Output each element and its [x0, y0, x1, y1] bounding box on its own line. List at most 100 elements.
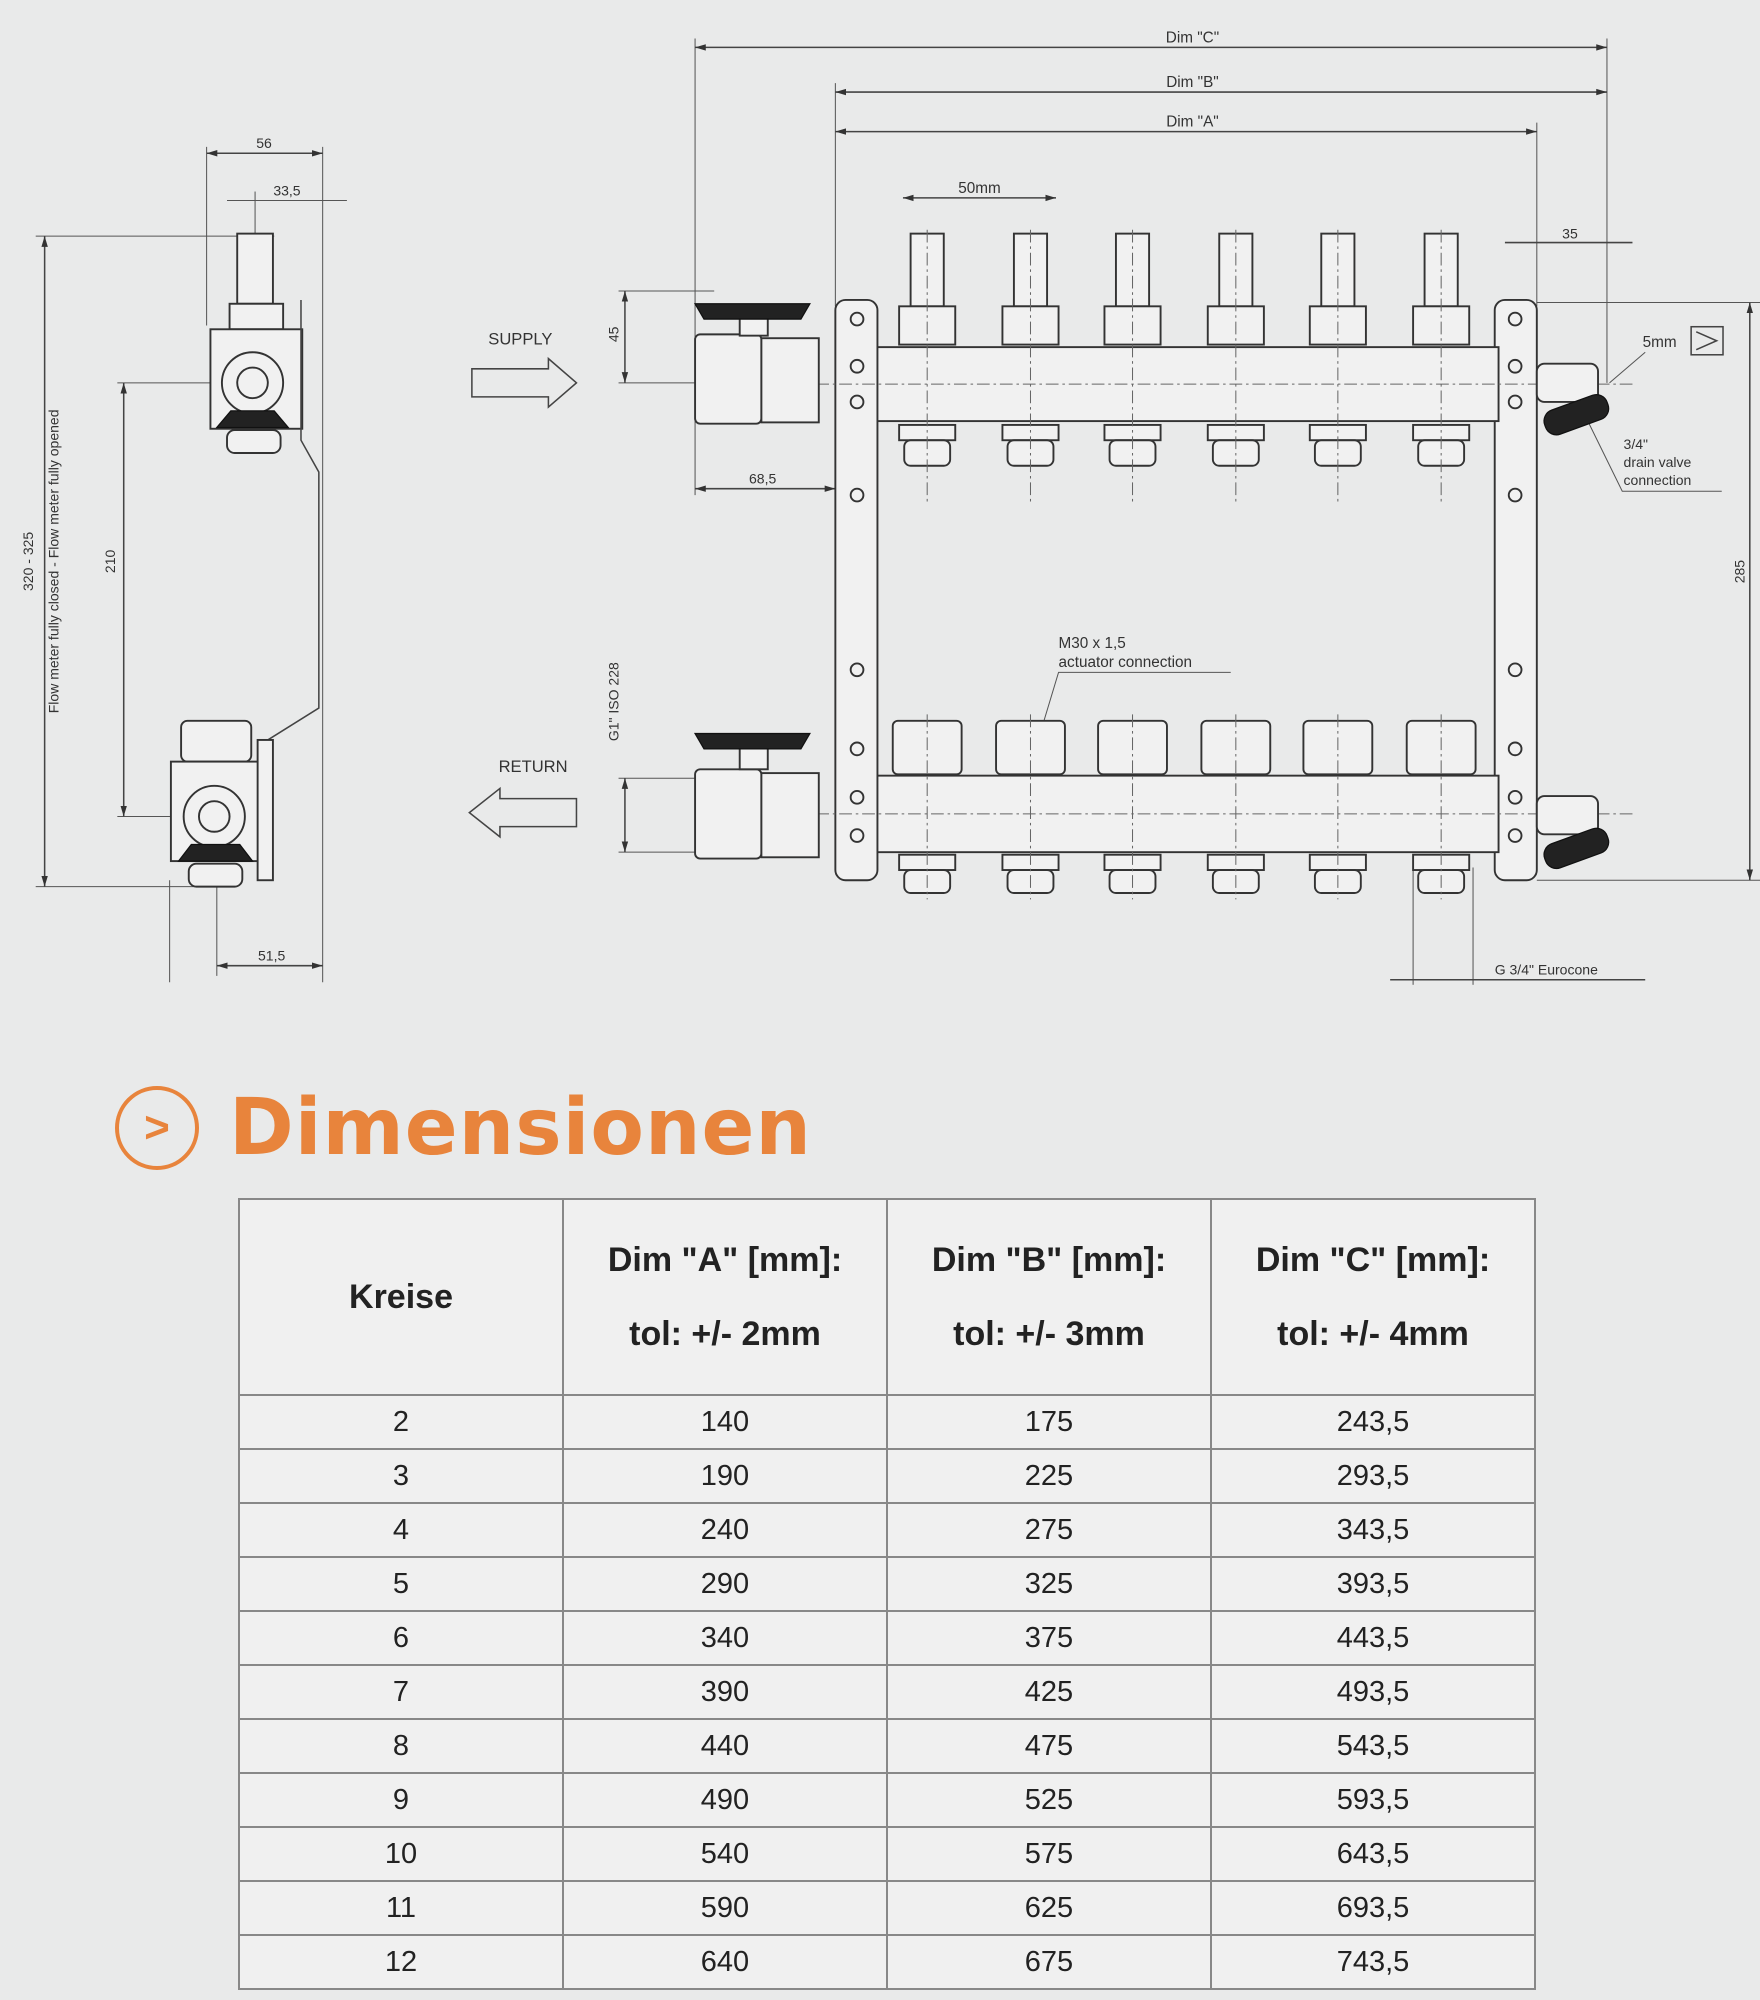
bracket-hole: [849, 311, 865, 327]
cell-dim-b: 175: [886, 1394, 1212, 1450]
cell-dim-a: 240: [562, 1502, 888, 1558]
cell-kreise: 8: [238, 1718, 564, 1774]
dim-a-label: Dim "A": [1166, 113, 1219, 130]
cell-dim-b: 625: [886, 1880, 1212, 1936]
drain-label-3: connection: [1624, 472, 1692, 488]
drain-label-1: 3/4": [1624, 436, 1648, 452]
dimensions-table: Kreise Dim "A" [mm]:tol: +/- 2mm Dim "B"…: [238, 1198, 1536, 1990]
cell-kreise: 10: [238, 1826, 564, 1882]
dim-35-label: 35: [1562, 226, 1578, 242]
dim-33-5-label: 33,5: [273, 182, 300, 198]
cell-dim-c: 593,5: [1210, 1772, 1536, 1828]
dim-b-label: Dim "B": [1166, 74, 1219, 91]
cell-dim-b: 375: [886, 1610, 1212, 1666]
bracket-hole: [1507, 789, 1523, 805]
cell-dim-b: 575: [886, 1826, 1212, 1882]
actuator-label-2: actuator connection: [1059, 654, 1193, 671]
dim-45-label: 45: [606, 326, 622, 342]
cell-dim-c: 243,5: [1210, 1394, 1536, 1450]
cell-kreise: 4: [238, 1502, 564, 1558]
thread-label: G1" ISO 228: [606, 662, 622, 741]
cell-dim-b: 275: [886, 1502, 1212, 1558]
header-dim-b: Dim "B" [mm]: tol: +/- 3mm: [886, 1198, 1212, 1396]
chevron-glyph: >: [144, 1102, 170, 1152]
bracket-hole: [849, 662, 865, 678]
cell-dim-c: 643,5: [1210, 1826, 1536, 1882]
dim-285-label: 285: [1732, 560, 1748, 584]
header-text: Dim "A" [mm]:: [607, 1241, 843, 1279]
supply-arrow-icon: [471, 356, 578, 409]
cell-dim-a: 490: [562, 1772, 888, 1828]
header-tolerance: tol: +/- 3mm: [953, 1315, 1145, 1353]
cell-dim-c: 293,5: [1210, 1448, 1536, 1504]
cell-dim-b: 675: [886, 1934, 1212, 1990]
cell-kreise: 12: [238, 1934, 564, 1990]
return-arrow-icon: [468, 786, 578, 839]
cell-dim-b: 425: [886, 1664, 1212, 1720]
supply-label: SUPPLY: [488, 330, 552, 349]
cell-kreise: 5: [238, 1556, 564, 1612]
chevron-right-circle-icon: >: [115, 1085, 199, 1170]
bracket-hole: [1507, 394, 1523, 410]
gap-5mm-label: 5mm: [1643, 334, 1677, 351]
cell-dim-a: 190: [562, 1448, 888, 1504]
manifold: [693, 229, 1633, 900]
table-header-row: Kreise Dim "A" [mm]:tol: +/- 2mm Dim "B"…: [238, 1198, 1536, 1396]
dim-51-5-label: 51,5: [258, 948, 285, 964]
dim-c-label: Dim "C": [1166, 29, 1219, 46]
bracket-hole: [1507, 311, 1523, 327]
header-text: Kreise: [349, 1278, 453, 1316]
cell-dim-c: 693,5: [1210, 1880, 1536, 1936]
cell-kreise: 9: [238, 1772, 564, 1828]
cell-dim-b: 525: [886, 1772, 1212, 1828]
section-title: Dimensionen: [229, 1082, 812, 1173]
cell-kreise: 11: [238, 1880, 564, 1936]
drain-label-2: drain valve: [1624, 454, 1692, 470]
cell-dim-a: 440: [562, 1718, 888, 1774]
cell-kreise: 7: [238, 1664, 564, 1720]
bracket-hole: [849, 828, 865, 843]
side-view: 56 33,5 320 - 325 Flow meter fully close…: [20, 135, 347, 983]
cell-dim-b: 325: [886, 1556, 1212, 1612]
bracket-hole: [1507, 358, 1523, 374]
cell-dim-c: 743,5: [1210, 1934, 1536, 1990]
bracket-hole: [1507, 662, 1523, 678]
return-label: RETURN: [499, 757, 568, 776]
cell-dim-c: 543,5: [1210, 1718, 1536, 1774]
bracket-hole: [849, 741, 865, 757]
manifold-technical-drawing: 56 33,5 320 - 325 Flow meter fully close…: [20, 29, 1760, 985]
dim-210-label: 210: [102, 549, 118, 573]
bracket-hole: [1507, 741, 1523, 757]
cell-dim-a: 290: [562, 1556, 888, 1612]
header-text: Dim "B" [mm]:: [931, 1241, 1167, 1279]
cell-dim-b: 225: [886, 1448, 1212, 1504]
cell-dim-a: 540: [562, 1826, 888, 1882]
cell-dim-c: 343,5: [1210, 1502, 1536, 1558]
cell-dim-a: 390: [562, 1664, 888, 1720]
cell-kreise: 6: [238, 1610, 564, 1666]
bracket-hole: [1507, 487, 1523, 503]
dim-height-range-label: 320 - 325: [20, 532, 36, 591]
cell-dim-c: 393,5: [1210, 1556, 1536, 1612]
bracket-hole: [849, 487, 865, 503]
bracket-hole: [849, 358, 865, 374]
cell-kreise: 3: [238, 1448, 564, 1504]
cell-kreise: 2: [238, 1394, 564, 1450]
front-dimensions: Dim "C" Dim "B" Dim "A" 50mm 45 G1" ISO …: [606, 29, 1760, 985]
cell-dim-c: 493,5: [1210, 1664, 1536, 1720]
header-text: Dim "C" [mm]:: [1255, 1241, 1491, 1279]
cell-dim-a: 340: [562, 1610, 888, 1666]
bracket-hole: [1507, 828, 1523, 843]
cell-dim-b: 475: [886, 1718, 1212, 1774]
